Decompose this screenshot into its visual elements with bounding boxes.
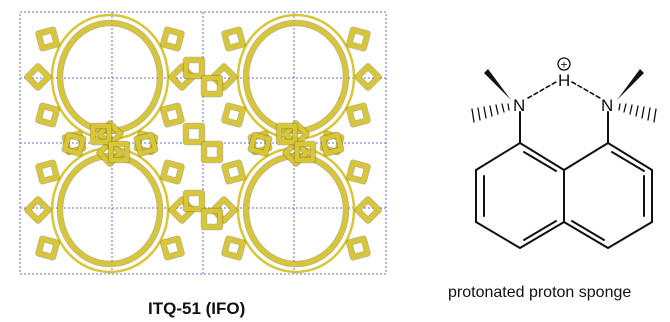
four-ring-cage <box>200 140 224 164</box>
hydrogen-label: H <box>558 71 570 90</box>
wedge-bond-right <box>617 69 644 100</box>
four-ring-cage <box>107 140 131 164</box>
four-ring-cage <box>293 140 317 164</box>
hash-bond-right <box>618 103 657 123</box>
four-ring-cage <box>221 235 247 261</box>
four-ring-cage <box>35 235 61 261</box>
hash-bond-left <box>471 103 510 123</box>
four-ring-cage <box>345 102 371 128</box>
four-ring-cage <box>159 26 185 52</box>
channel-ring <box>243 153 349 267</box>
channel-ring <box>57 153 163 267</box>
four-ring-cage <box>221 102 247 128</box>
four-ring-cage <box>24 196 52 224</box>
four-ring-cage <box>159 235 185 261</box>
four-ring-cage <box>247 131 273 157</box>
four-ring-cage <box>159 102 185 128</box>
four-ring-cage <box>182 56 206 80</box>
framework-caption: ITQ-51 (IFO) <box>148 299 246 318</box>
four-ring-cage <box>275 122 299 146</box>
four-ring-cage <box>133 131 159 157</box>
four-ring-cage <box>159 159 185 185</box>
nitrogen-left-label: N <box>513 96 525 115</box>
proton-sponge-molecule <box>471 69 657 249</box>
four-ring-cage <box>61 131 87 157</box>
four-ring-cage <box>200 207 224 231</box>
four-ring-cage <box>182 122 206 146</box>
four-ring-cage <box>35 159 61 185</box>
naphthalene-rings <box>475 142 653 249</box>
nitrogen-right-label: N <box>601 96 613 115</box>
four-ring-cage <box>182 189 206 213</box>
four-ring-cage <box>345 26 371 52</box>
four-ring-cage <box>354 63 382 91</box>
framework-structure <box>24 13 382 274</box>
hydrogen-bond-right <box>571 81 601 99</box>
four-ring-cage <box>345 159 371 185</box>
charge-sign: + <box>560 58 567 72</box>
four-ring-cage <box>24 63 52 91</box>
charge-circle <box>557 57 571 71</box>
channel-ring <box>243 20 349 134</box>
molecule-caption: protonated proton sponge <box>448 284 632 301</box>
four-ring-cage <box>35 26 61 52</box>
four-ring-cage <box>35 102 61 128</box>
four-ring-cage <box>345 235 371 261</box>
channel-ring <box>57 20 163 134</box>
four-ring-cage <box>354 196 382 224</box>
atom-labels: N N H + <box>513 57 613 115</box>
four-ring-cage <box>319 131 345 157</box>
wedge-bond-left <box>484 69 511 100</box>
zeolite-framework-panel <box>19 11 387 275</box>
hydrogen-bond-left <box>527 81 557 99</box>
four-ring-cage <box>221 26 247 52</box>
four-ring-cage <box>200 74 224 98</box>
four-ring-cage <box>221 159 247 185</box>
four-ring-cage <box>89 122 113 146</box>
